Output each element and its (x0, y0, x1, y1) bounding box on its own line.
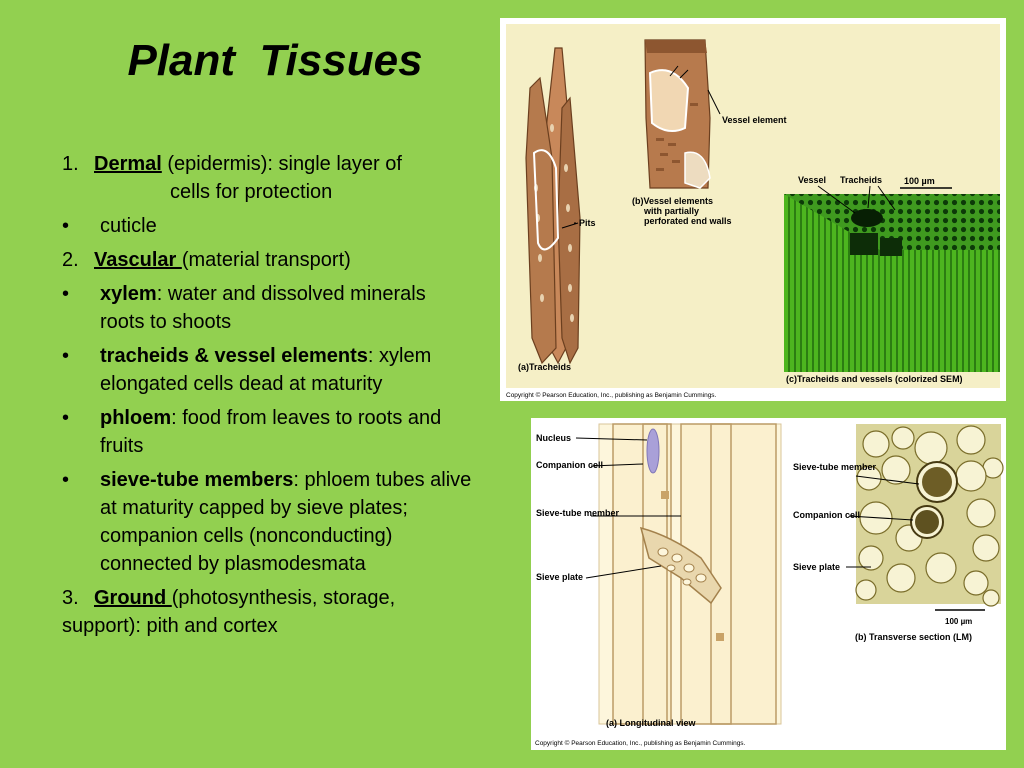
scale-sem: 100 µm (904, 176, 935, 186)
longitudinal-drawing (612, 423, 777, 725)
caption-vessel-elements-2: with partially (643, 206, 699, 216)
item-number: 1. (62, 153, 79, 175)
item-number: 3. (62, 587, 79, 609)
xylem-figure: Pits (a)Tracheids Vessel element (b)Vess… (500, 18, 1006, 401)
dermal-text-cont: cells for protection (170, 181, 333, 203)
copyright-bottom: Copyright © Pearson Education, Inc., pub… (535, 739, 746, 747)
ground-text: (photosynthesis, storage, support): pith… (62, 587, 396, 637)
bullet-symbol: • (62, 215, 70, 237)
bullet-symbol: • (62, 283, 70, 305)
tracheids-text: : xylem elongated cells dead at maturity (100, 345, 432, 395)
item-vascular: 2. Vascular (material transport) (62, 246, 474, 274)
label-companion-cell: Companion cell (536, 460, 603, 470)
label-nucleus: Nucleus (536, 433, 571, 443)
bullet-xylem: • xylem: water and dissolved minerals ro… (62, 280, 474, 336)
phloem-illustration: Nucleus Companion cell Sieve-tube member… (535, 423, 1004, 747)
caption-vessel-elements-3: perforated end walls (644, 216, 732, 226)
item-dermal: 1. Dermal (epidermis): single layer of ce… (62, 150, 474, 206)
label-vessel: Vessel (798, 175, 826, 185)
caption-transverse: (b) Transverse section (LM) (855, 632, 972, 642)
bullet-symbol: • (62, 345, 70, 367)
item-number: 2. (62, 249, 79, 271)
term-dermal: Dermal (94, 153, 162, 175)
term-sieve-tube: sieve-tube members (100, 469, 294, 491)
sieve-tube-text: : phloem tubes alive at maturity capped … (100, 469, 472, 575)
bullet-symbol: • (62, 407, 70, 429)
tracheids-drawing (525, 47, 581, 365)
phloem-figure: Nucleus Companion cell Sieve-tube member… (531, 418, 1006, 750)
caption-longitudinal: (a) Longitudinal view (606, 718, 696, 728)
label-pits: Pits (579, 218, 596, 228)
dermal-text: (epidermis): single layer of (161, 153, 402, 175)
label-sieve-tube-member: Sieve-tube member (536, 508, 620, 518)
bullet-phloem: • phloem: food from leaves to roots and … (62, 404, 474, 460)
vascular-text: (material transport) (181, 249, 351, 271)
term-phloem: phloem (100, 407, 172, 429)
label-companion-cell-r: Companion cell (793, 510, 860, 520)
phloem-text: : food from leaves to roots and fruits (100, 407, 442, 457)
term-tracheids: tracheids & vessel elements (100, 345, 368, 367)
term-xylem: xylem (100, 283, 157, 305)
slide-title: Plant Tissues (127, 36, 423, 85)
xylem-illustration: Pits (a)Tracheids Vessel element (b)Vess… (506, 24, 1000, 399)
caption-tracheids: (a)Tracheids (518, 362, 571, 372)
term-ground: Ground (94, 587, 172, 609)
bullet-tracheids: • tracheids & vessel elements: xylem elo… (62, 342, 474, 398)
label-tracheids-sem: Tracheids (840, 175, 882, 185)
bullet-cuticle: • cuticle (62, 212, 474, 240)
label-sieve-plate: Sieve plate (536, 572, 583, 582)
term-vascular: Vascular (94, 249, 182, 271)
bullet-sieve-tube: • sieve-tube members: phloem tubes alive… (62, 466, 474, 578)
vessel-elements-drawing (644, 39, 711, 189)
copyright-top: Copyright © Pearson Education, Inc., pub… (506, 391, 717, 399)
transverse-micrograph (855, 424, 1004, 607)
scale-transverse: 100 µm (945, 617, 972, 626)
slide-body: 1. Dermal (epidermis): single layer of ce… (62, 150, 474, 646)
label-sieve-plate-r: Sieve plate (793, 562, 840, 572)
cuticle-text: cuticle (100, 215, 157, 237)
item-ground: 3. Ground (photosynthesis, storage, suppo… (62, 584, 474, 640)
caption-vessel-elements-1: (b)Vessel elements (632, 196, 713, 206)
sem-micrograph (784, 194, 1000, 372)
xylem-text: : water and dissolved minerals roots to … (100, 283, 426, 333)
label-sieve-tube-member-r: Sieve-tube member (793, 462, 877, 472)
bullet-symbol: • (62, 469, 70, 491)
caption-sem: (c)Tracheids and vessels (colorized SEM) (786, 374, 963, 384)
label-vessel-element: Vessel element (722, 115, 787, 125)
